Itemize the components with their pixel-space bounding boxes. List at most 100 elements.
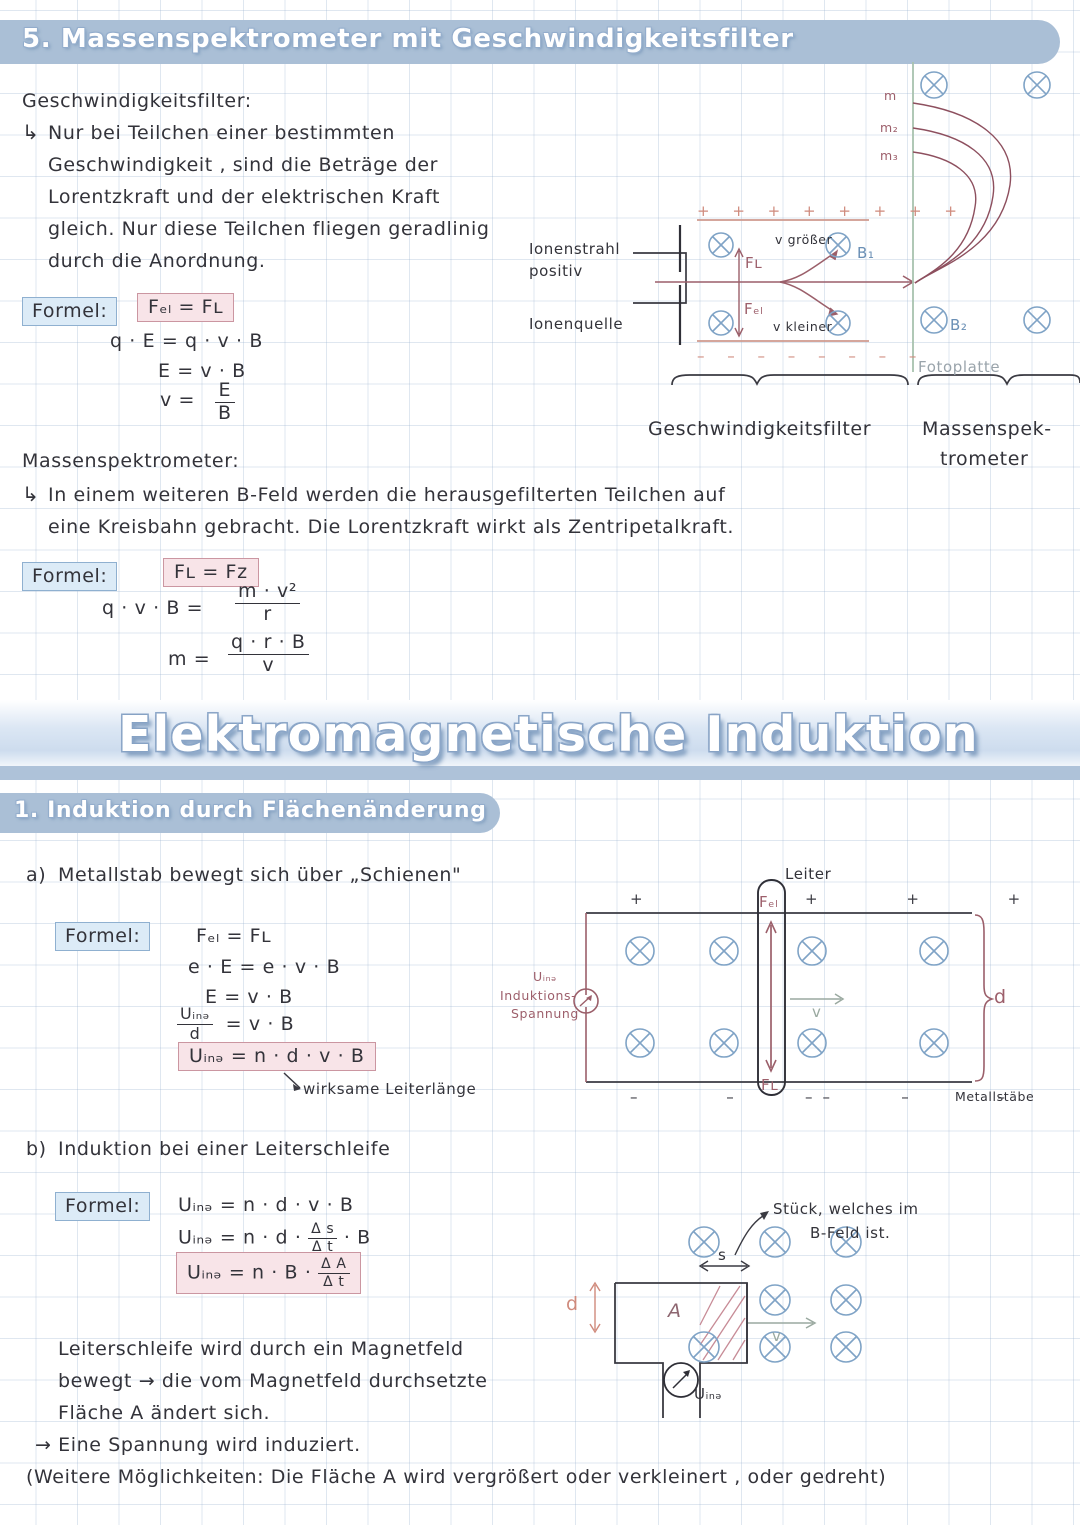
rail-minus-signs-right: – – – – [805, 1088, 1080, 1106]
brace-label-massenspektrometer-1: Massenspek- [922, 418, 1052, 440]
part-a-frac-line: Uᵢₙₔ d = v · B [177, 1005, 295, 1043]
label-FL-a: Fʟ [761, 1076, 779, 1094]
label-Fel-a: Fₑₗ [759, 893, 779, 911]
label-s: s [718, 1246, 727, 1264]
label-fotoplatte: Fotoplatte [918, 358, 1001, 376]
formula-2-line-2-lhs: m = [168, 648, 211, 670]
section-1-banner [0, 793, 500, 833]
top-body-line-1: Geschwindigkeit , sind die Beträge der [48, 154, 439, 176]
label-m: m [884, 88, 897, 103]
formula-2-line-1-lhs: q · v · B = [102, 597, 204, 619]
label-v-b: v [772, 1327, 782, 1345]
rail-plus-signs-right: + + + + [805, 890, 1080, 908]
label-ionenstrahl-line1: Ionenstrahl [529, 240, 621, 258]
label-leiter: Leiter [785, 865, 832, 883]
plate-minus-signs: – – – – – – – – [697, 347, 926, 365]
label-uind-a-1: Uᵢₙₔ [533, 969, 557, 984]
closing-line-3: → Eine Spannung wird induziert. [35, 1434, 361, 1456]
closing-line-4: (Weitere Möglichkeiten: Die Fläche A wir… [26, 1466, 887, 1488]
frac-denominator: v [262, 653, 275, 676]
part-a-line-0: Fₑₗ = Fʟ [196, 925, 272, 947]
main-title-band [0, 700, 1080, 772]
brace-label-geschwindigkeitsfilter: Geschwindigkeitsfilter [648, 418, 872, 440]
top-section-banner [0, 20, 1060, 64]
top-body-line-3: gleich. Nur diese Teilchen fliegen gerad… [48, 218, 490, 240]
part-b-line-2: Uᵢₙₔ = n · d · Δ s Δ t · B [178, 1222, 371, 1254]
plate-plus-signs: + + + + + + + + [697, 202, 966, 220]
frac-denominator: B [218, 401, 232, 424]
label-ionenstrahl-line2: positiv [529, 262, 583, 280]
part-b-diagram-svg [589, 1211, 862, 1418]
formula-1-frac-lhs: v = [160, 389, 196, 411]
frac-denominator: Δ t [312, 1238, 334, 1255]
formel-label-4: Formel: [55, 1192, 151, 1221]
rail-plus-signs-left: + [630, 890, 685, 908]
label-B2: B₂ [950, 316, 968, 334]
part-a-line-1: e · E = e · v · B [188, 956, 341, 978]
label-uind-a-2: Induktions- [500, 988, 577, 1003]
bullet-arrow-icon-2: ↳ [22, 482, 40, 506]
part-a-diagram-svg [573, 879, 995, 1096]
label-v-a: v [812, 1003, 822, 1021]
part-b-line-1: Uᵢₙₔ = n · d · v · B [178, 1194, 354, 1216]
label-B1: B₁ [857, 244, 875, 262]
massenspektrometer-heading: Massenspektrometer: [22, 450, 240, 472]
label-metallstaebe: Metallstäbe [955, 1089, 1035, 1104]
closing-line-0: Leiterschleife wird durch ein Magnetfeld [58, 1338, 464, 1360]
top-section-heading: 5. Massenspektrometer mit Geschwindigkei… [22, 24, 794, 54]
formel-label-2: Formel: [22, 562, 118, 591]
label-uind-b: Uᵢₙₔ [694, 1385, 723, 1403]
part-a-text: Metallstab bewegt sich über „Schienen" [58, 864, 462, 886]
formel-label-1: Formel: [22, 297, 118, 326]
label-Fel-filter: Fₑₗ [744, 300, 764, 318]
part-a-frac-rhs: = v · B [225, 1012, 295, 1035]
part-a-label: a) [26, 864, 47, 886]
part-b-boxed-lhs: Uᵢₙₔ = n · B · [187, 1261, 312, 1284]
label-ionenquelle: Ionenquelle [529, 315, 624, 333]
brace-label-massenspektrometer-2: trometer [940, 448, 1029, 470]
frac-numerator: Δ A [318, 1257, 350, 1274]
main-title-rule [0, 766, 1080, 780]
label-m2: m₂ [880, 120, 899, 135]
filter-diagram-svg [633, 62, 1080, 386]
part-b-label: b) [26, 1138, 47, 1160]
label-m3: m₃ [880, 148, 899, 163]
frac-numerator: m · v² [235, 581, 301, 604]
formula-2-line-1-frac: m · v² r [235, 581, 301, 625]
part-a-annotation-arrow [283, 1072, 301, 1091]
section-1-heading: 1. Induktion durch Flächenänderung [14, 798, 487, 823]
frac-numerator: Δ s [308, 1222, 338, 1239]
spectrometer-body-line-1: eine Kreisbahn gebracht. Die Lorentzkraf… [48, 516, 735, 538]
top-body-line-4: durch die Anordnung. [48, 250, 266, 272]
label-d-a: d [994, 986, 1007, 1008]
part-a-line-2: E = v · B [205, 986, 293, 1008]
geschwindigkeitsfilter-subheading: Geschwindigkeitsfilter: [22, 90, 252, 112]
label-A: A [668, 1300, 682, 1322]
top-body-line-0: Nur bei Teilchen einer bestimmten [48, 122, 395, 144]
label-stueck-2: B-Feld ist. [810, 1224, 891, 1242]
part-a-boxed-formula: Uᵢₙₔ = n · d · v · B [178, 1042, 376, 1071]
label-uind-a-3: Spannung [511, 1006, 579, 1021]
formel-label-3: Formel: [55, 922, 151, 951]
formula-2-line-2-frac: q · r · B v [228, 632, 309, 676]
closing-line-1: bewegt → die vom Magnetfeld durchsetzte [58, 1370, 488, 1392]
frac-denominator: Δ t [323, 1273, 345, 1290]
part-b-text: Induktion bei einer Leiterschleife [58, 1138, 391, 1160]
rail-minus-signs-left: – – – [630, 1088, 873, 1106]
part-a-annotation: wirksame Leiterlänge [303, 1080, 477, 1098]
label-stueck-1: Stück, welches im [773, 1200, 919, 1218]
spectrometer-body-line-0: In einem weiteren B-Feld werden die hera… [48, 484, 726, 506]
top-body-line-2: Lorentzkraft und der elektrischen Kraft [48, 186, 440, 208]
label-d-b: d [566, 1293, 579, 1315]
formula-1-line-0: q · E = q · v · B [110, 330, 263, 352]
part-b-boxed-formula: Uᵢₙₔ = n · B · Δ A Δ t [176, 1252, 361, 1295]
formula-boxed-1: Fₑₗ = Fʟ [137, 293, 235, 322]
frac-numerator: E [215, 380, 235, 403]
label-v-groesser: v größer [775, 232, 833, 247]
part-b-line-2-rhs: · B [343, 1226, 371, 1249]
label-FL-filter: Fʟ [745, 254, 763, 272]
frac-numerator: q · r · B [228, 632, 309, 655]
formula-1-frac: E B [215, 380, 235, 424]
formula-1-line-1: E = v · B [158, 360, 246, 382]
bullet-arrow-icon: ↳ [22, 120, 40, 144]
